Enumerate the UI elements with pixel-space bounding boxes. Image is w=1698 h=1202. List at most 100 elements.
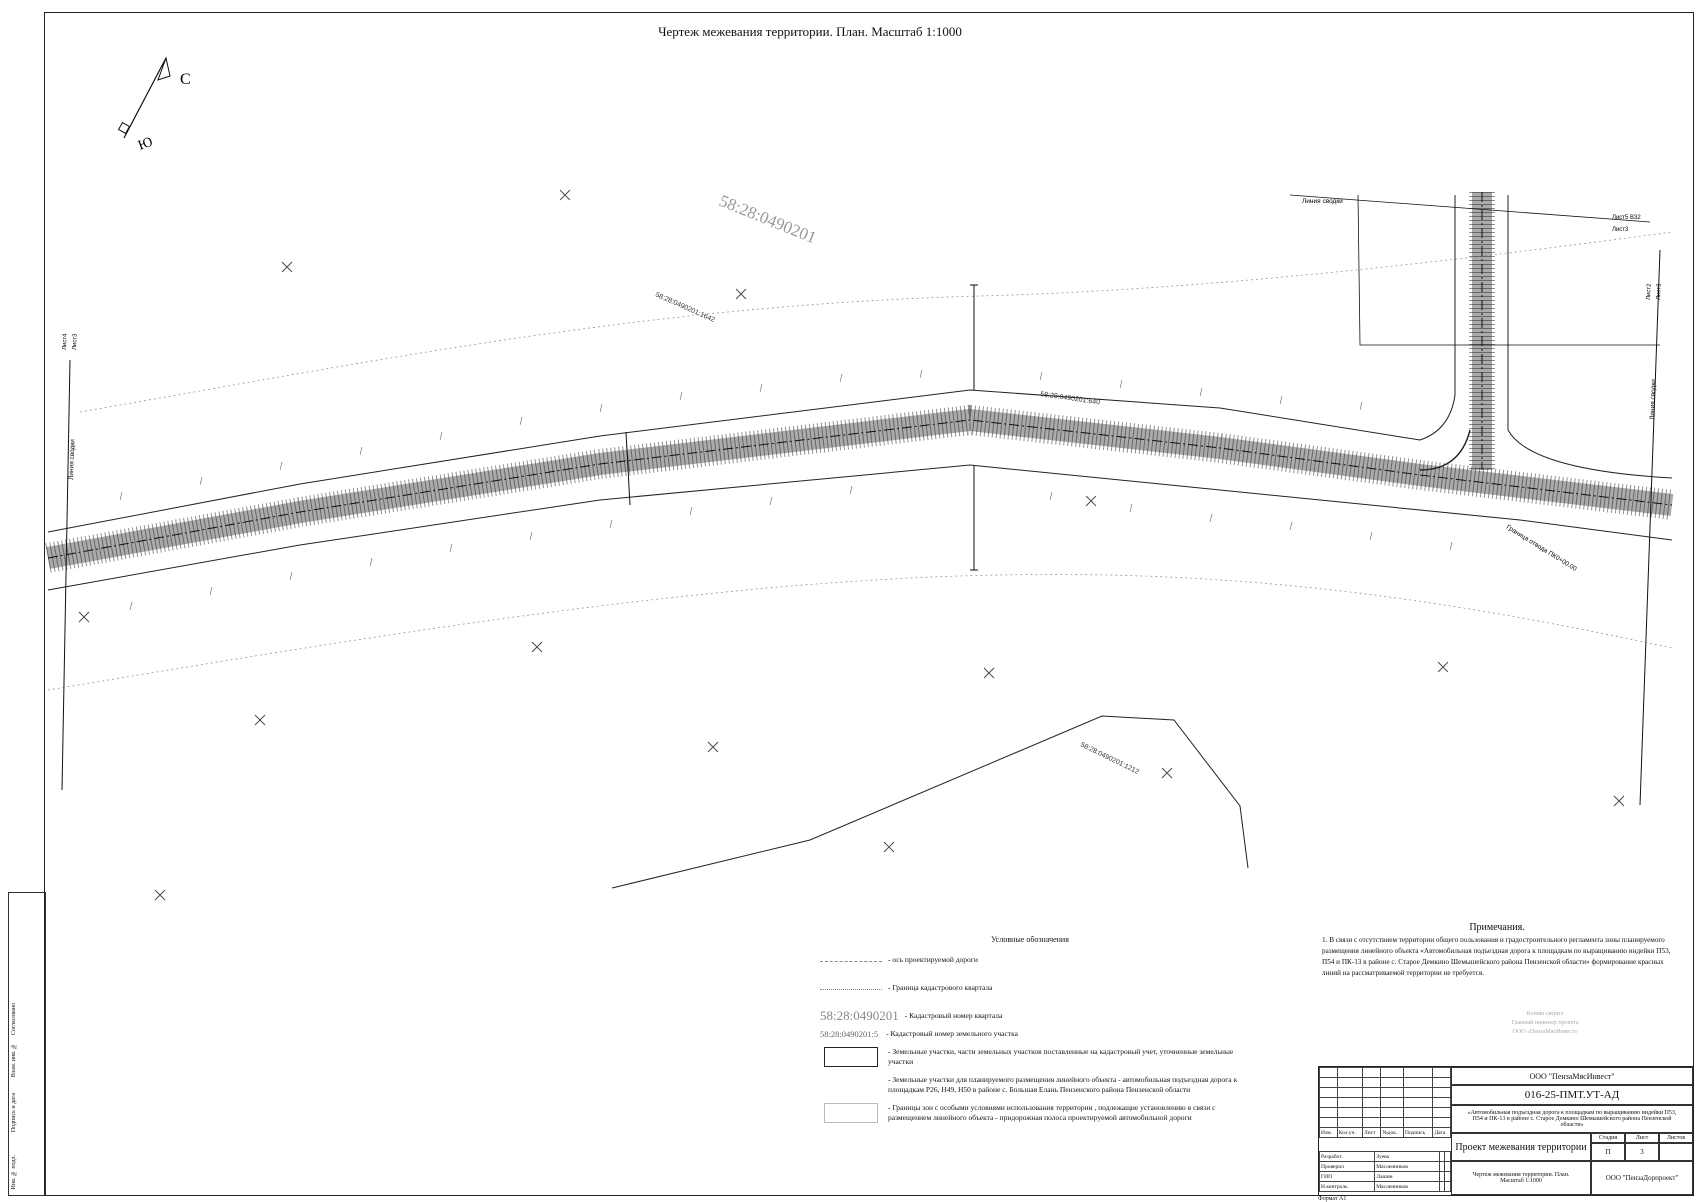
legend-item-parcel-number: 58:28:0490201:5 - Кадастровый номер земе…	[820, 1029, 1240, 1039]
tb-revision-grid: Изм. Кол.уч. Лист №док. Подпись Дата	[1319, 1067, 1451, 1138]
format-label: Формат А1	[1318, 1196, 1347, 1202]
south-label: Ю	[136, 135, 155, 154]
sheet3-label-top: Лист3	[1612, 227, 1629, 233]
match-line-right	[1639, 249, 1661, 806]
corridor-right	[1507, 195, 1673, 479]
sheet2-label: Лист2	[1646, 283, 1653, 300]
sheet4-label: Лист4	[62, 333, 69, 350]
parcel-number-sample: 58:28:0490201:5	[820, 1029, 879, 1039]
grid-cross	[1161, 767, 1173, 779]
tb-h-sheets: Листов	[1659, 1133, 1693, 1143]
sheet3-label-right: Лист3	[1656, 283, 1663, 300]
side-label: Взам. инв. №	[11, 1043, 17, 1078]
title-block: ООО "ПензаМясИнвест" 016-25-ПМТ.УТ-АД «А…	[1318, 1066, 1694, 1196]
side-label: Инв. № подл.	[11, 1155, 17, 1190]
match-line-label-right: Линия сводки	[1649, 379, 1657, 420]
grid-cross	[707, 741, 719, 753]
tb-col: Дата	[1432, 1127, 1451, 1138]
legend-text: - Границы зон с особыми условиями исполь…	[888, 1103, 1216, 1122]
notes: Примечания. 1. В связи с отсутствием тер…	[1322, 922, 1672, 979]
side-label: Согласовано	[11, 1003, 17, 1036]
quarter-number-sample: 58:28:0490201	[820, 1008, 899, 1023]
grid-cross	[559, 189, 571, 201]
tb-company: ООО "ПензаМясИнвест"	[1451, 1067, 1693, 1085]
drawing-frame	[44, 12, 1694, 1196]
grid-cross	[78, 611, 90, 623]
tb-role-name: Лашин	[1374, 1171, 1440, 1182]
junction-fillet	[1419, 429, 1471, 471]
tb-col: Лист	[1362, 1127, 1382, 1138]
side-stamp: Согласовано Взам. инв. № Подпись и дата …	[8, 892, 46, 1196]
picket-marks	[119, 369, 1453, 611]
sheet5-label: Лист5 В32	[1612, 215, 1641, 221]
dimension-left	[625, 431, 631, 506]
tb-col: Подпись	[1402, 1127, 1434, 1138]
tb-org: ООО "ПензаДорпроект"	[1591, 1161, 1693, 1195]
quarter-symbol	[820, 983, 882, 1003]
north-arrow-icon	[117, 56, 171, 139]
axis-symbol	[820, 955, 882, 975]
grid-cross	[281, 261, 293, 273]
legend-text: - Кадастровый номер земельного участка	[886, 1029, 1018, 1038]
tb-sheet-title: Проект межевания территории	[1451, 1133, 1591, 1161]
tb-code: 016-25-ПМТ.УТ-АД	[1451, 1085, 1693, 1105]
copy-stamp: Копию сверил Главный инженер проекта ООО…	[1511, 1011, 1579, 1035]
tb-drawing: Чертеж межевания территории. План. Масшт…	[1451, 1161, 1591, 1195]
tb-stage: П	[1591, 1143, 1625, 1161]
drawing-title: Чертеж межевания территории. План. Масшт…	[658, 24, 962, 39]
tb-role: ГИП	[1318, 1171, 1376, 1182]
dimension-top	[970, 284, 978, 390]
grid-cross	[883, 841, 895, 853]
sheet3-label: Лист3	[72, 333, 79, 350]
grid-crosses	[78, 189, 1625, 901]
grid-cross	[1437, 661, 1449, 673]
tb-h-stage: Стадия	[1591, 1133, 1625, 1143]
match-line-label-top: Линия сводки	[1302, 198, 1343, 205]
grid-cross	[154, 889, 166, 901]
north-label: С	[180, 71, 191, 88]
grid-cross	[983, 667, 995, 679]
tb-role-name: Масленников	[1374, 1181, 1440, 1192]
notes-heading: Примечания.	[1469, 922, 1525, 933]
tb-role: Разработ.	[1318, 1151, 1376, 1162]
notes-text: 1. В связи с отсутствием территории обще…	[1322, 936, 1671, 977]
legend-item-quarter: - Граница кадастрового квартала	[820, 983, 1240, 1003]
legend-item-zone: - Границы зон с особыми условиями исполь…	[820, 1103, 1240, 1123]
match-line-label-left: Линия сводки	[68, 439, 76, 480]
grid-cross	[1613, 795, 1625, 807]
side-label: Подпись и дата	[11, 1093, 17, 1133]
quarter-boundary-bottom	[47, 574, 1673, 691]
dimension-bottom	[970, 465, 978, 571]
road-axis	[47, 419, 1673, 559]
tb-col: Кол.уч.	[1336, 1127, 1364, 1138]
tb-h-sheet: Лист	[1625, 1133, 1659, 1143]
tb-role: Проверил	[1318, 1161, 1376, 1172]
parcel-bottom-label: 58:28:0490201:1212	[1079, 742, 1140, 776]
grid-cross	[531, 641, 543, 653]
picket-tick-low	[129, 485, 1453, 611]
tb-sheet: 3	[1625, 1143, 1659, 1161]
legend-text: - ось проектируемой дороги	[888, 955, 978, 964]
quarter-boundary-top	[79, 231, 1673, 413]
grid-cross	[735, 288, 747, 300]
grid-cross	[1085, 495, 1097, 507]
road-hatch	[45, 404, 1674, 573]
tb-object: «Автомобильная подъездная дорога к площа…	[1451, 1105, 1693, 1133]
legend-item-quarter-number: 58:28:0490201 - Кадастровый номер кварта…	[820, 1008, 1240, 1023]
corridor-bottom	[47, 464, 1673, 591]
legend-text: - Земельные участки, части земельных уча…	[888, 1047, 1234, 1066]
tb-col: Изм.	[1319, 1127, 1338, 1138]
parcel-bottom-boundary	[611, 715, 1249, 889]
picket-tick	[119, 369, 1363, 501]
sheet-top-line	[1289, 194, 1651, 223]
registered-symbol	[820, 1047, 882, 1067]
legend: Условные обозначения - ось проектируемой…	[820, 935, 1240, 1131]
grid-cross	[254, 714, 266, 726]
quarter-number-label: 58:28:0490201	[717, 191, 820, 247]
match-line-left	[61, 359, 71, 791]
tb-sheets	[1659, 1143, 1693, 1161]
legend-heading: Условные обозначения	[991, 935, 1069, 944]
parcel-road-label: 58:28:0490201:640	[1040, 391, 1101, 406]
